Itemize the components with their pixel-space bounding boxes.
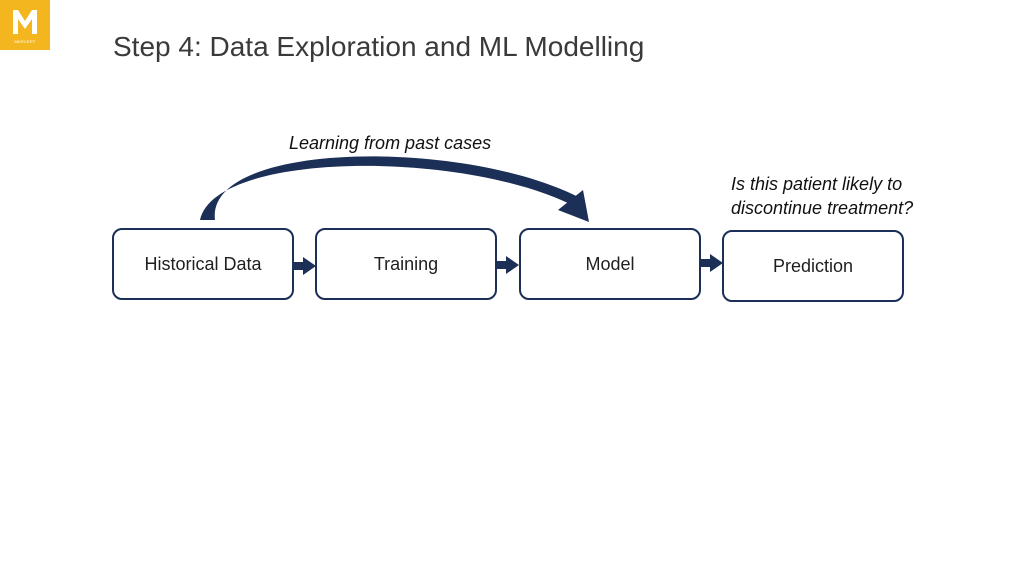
brand-logo: MERCERT bbox=[0, 0, 50, 50]
step-prediction: Prediction bbox=[722, 230, 904, 302]
question-line-2: discontinue treatment? bbox=[731, 198, 914, 218]
step-label: Historical Data bbox=[144, 253, 262, 274]
learning-curve-arrowhead-icon bbox=[558, 190, 589, 222]
prediction-question: Is this patient likely to discontinue tr… bbox=[731, 172, 961, 220]
question-line-1: Is this patient likely to bbox=[731, 174, 903, 194]
learning-curve-arrow bbox=[200, 156, 584, 220]
connector-arrow-icon bbox=[701, 254, 723, 272]
connector-arrow-icon bbox=[294, 257, 316, 275]
step-training: Training bbox=[315, 228, 497, 300]
step-label: Model bbox=[585, 253, 635, 274]
step-label: Training bbox=[373, 253, 439, 274]
step-model: Model bbox=[519, 228, 701, 300]
learning-annotation: Learning from past cases bbox=[289, 133, 492, 153]
step-historical-data: Historical Data bbox=[112, 228, 294, 300]
step-label: Prediction bbox=[772, 255, 854, 276]
slide-title: Step 4: Data Exploration and ML Modellin… bbox=[113, 31, 645, 62]
logo-m-icon bbox=[13, 10, 37, 34]
connector-arrow-icon bbox=[497, 256, 519, 274]
logo-wordmark: MERCERT bbox=[14, 39, 36, 44]
